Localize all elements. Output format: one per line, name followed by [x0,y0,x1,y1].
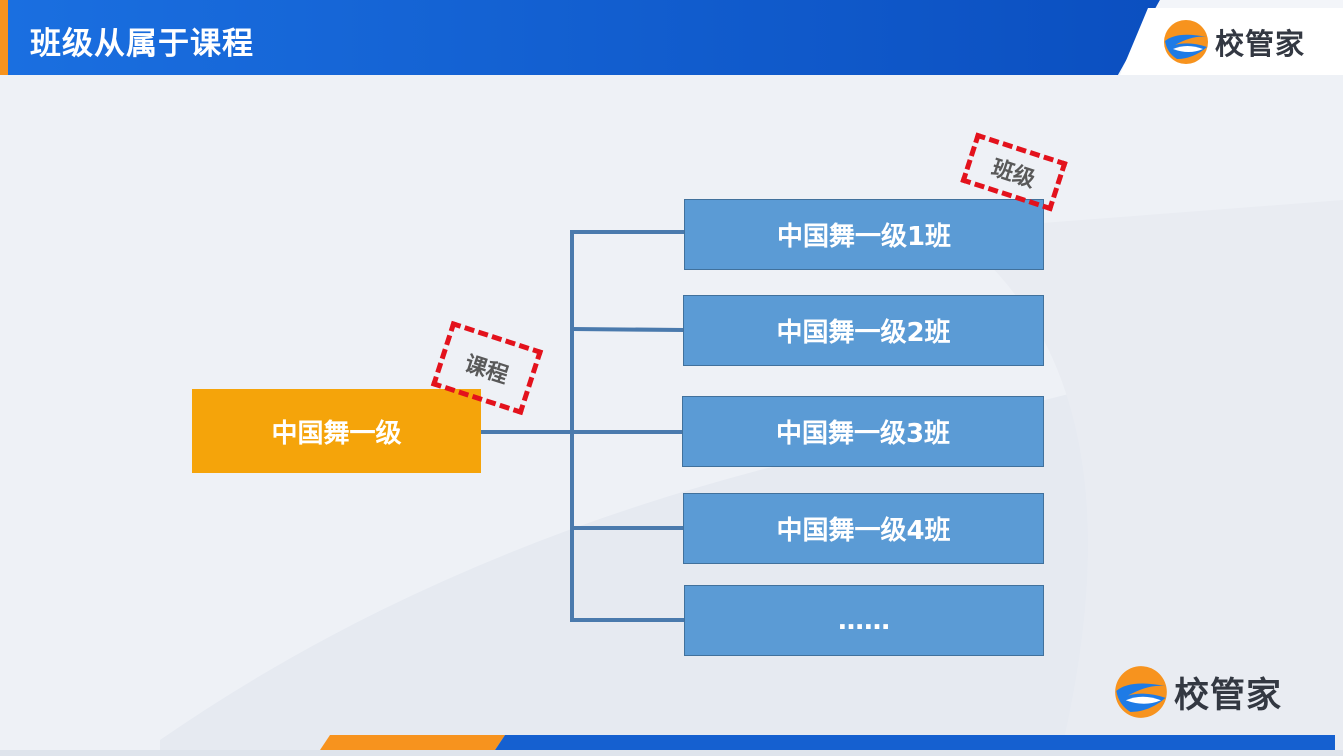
brand-logo-text: 校管家 [1174,675,1283,716]
brand-logo-icon [1115,666,1167,718]
course-node: 中国舞一级 [192,389,481,473]
class-node-more: …… [684,585,1044,656]
page-title: 班级从属于课程 [30,26,254,62]
class-node-4: 中国舞一级4班 [683,493,1044,564]
brand-logo-icon [1164,20,1208,64]
class-node-1: 中国舞一级1班 [684,199,1044,270]
brand-logo-bottom: 校管家 [1114,665,1282,719]
bottom-accent-bar [0,735,1343,756]
class-node-2: 中国舞一级2班 [683,295,1044,366]
brand-logo-text: 校管家 [1215,27,1306,61]
class-node-3: 中国舞一级3班 [682,396,1044,467]
brand-logo-top: 校管家 [1163,19,1305,65]
header-bar: 班级从属于课程 [0,0,1343,75]
header-background [0,0,1343,75]
